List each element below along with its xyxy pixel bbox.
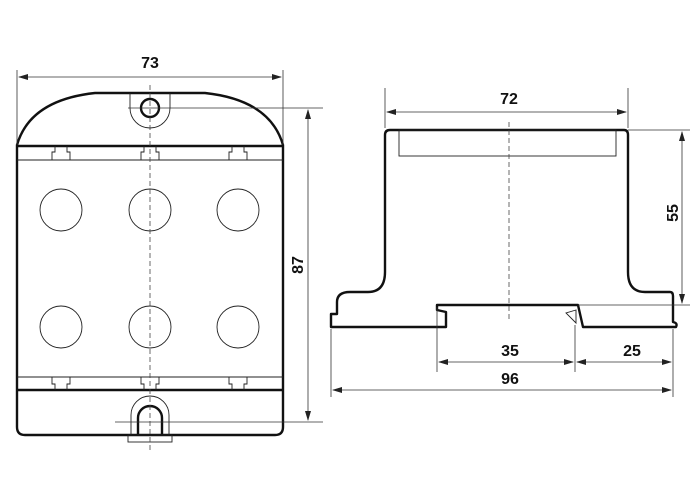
band-tabs (51, 146, 248, 390)
terminal-hole (39, 305, 83, 349)
front-outline (15, 91, 285, 437)
front-view: 73 87 (15, 55, 323, 450)
mounting-tab-bottom (130, 395, 170, 435)
top-width-dimension-label: 72 (500, 91, 518, 108)
top-recess (398, 129, 617, 157)
offset-dimension-label: 25 (623, 343, 641, 360)
rail-width-dimension-label: 35 (501, 343, 519, 360)
terminal-hole (39, 188, 83, 232)
terminal-holes (39, 188, 260, 349)
terminal-hole (216, 188, 260, 232)
side-view: 72 55 35 25 96 (329, 88, 690, 397)
terminal-hole (216, 305, 260, 349)
rail-clip (565, 309, 577, 325)
height-dimension-label: 55 (665, 204, 682, 222)
side-outline (329, 128, 678, 329)
height-dimension-label: 87 (290, 256, 307, 274)
total-width-dimension-label: 96 (501, 371, 519, 388)
width-dimension-label: 73 (141, 55, 159, 72)
